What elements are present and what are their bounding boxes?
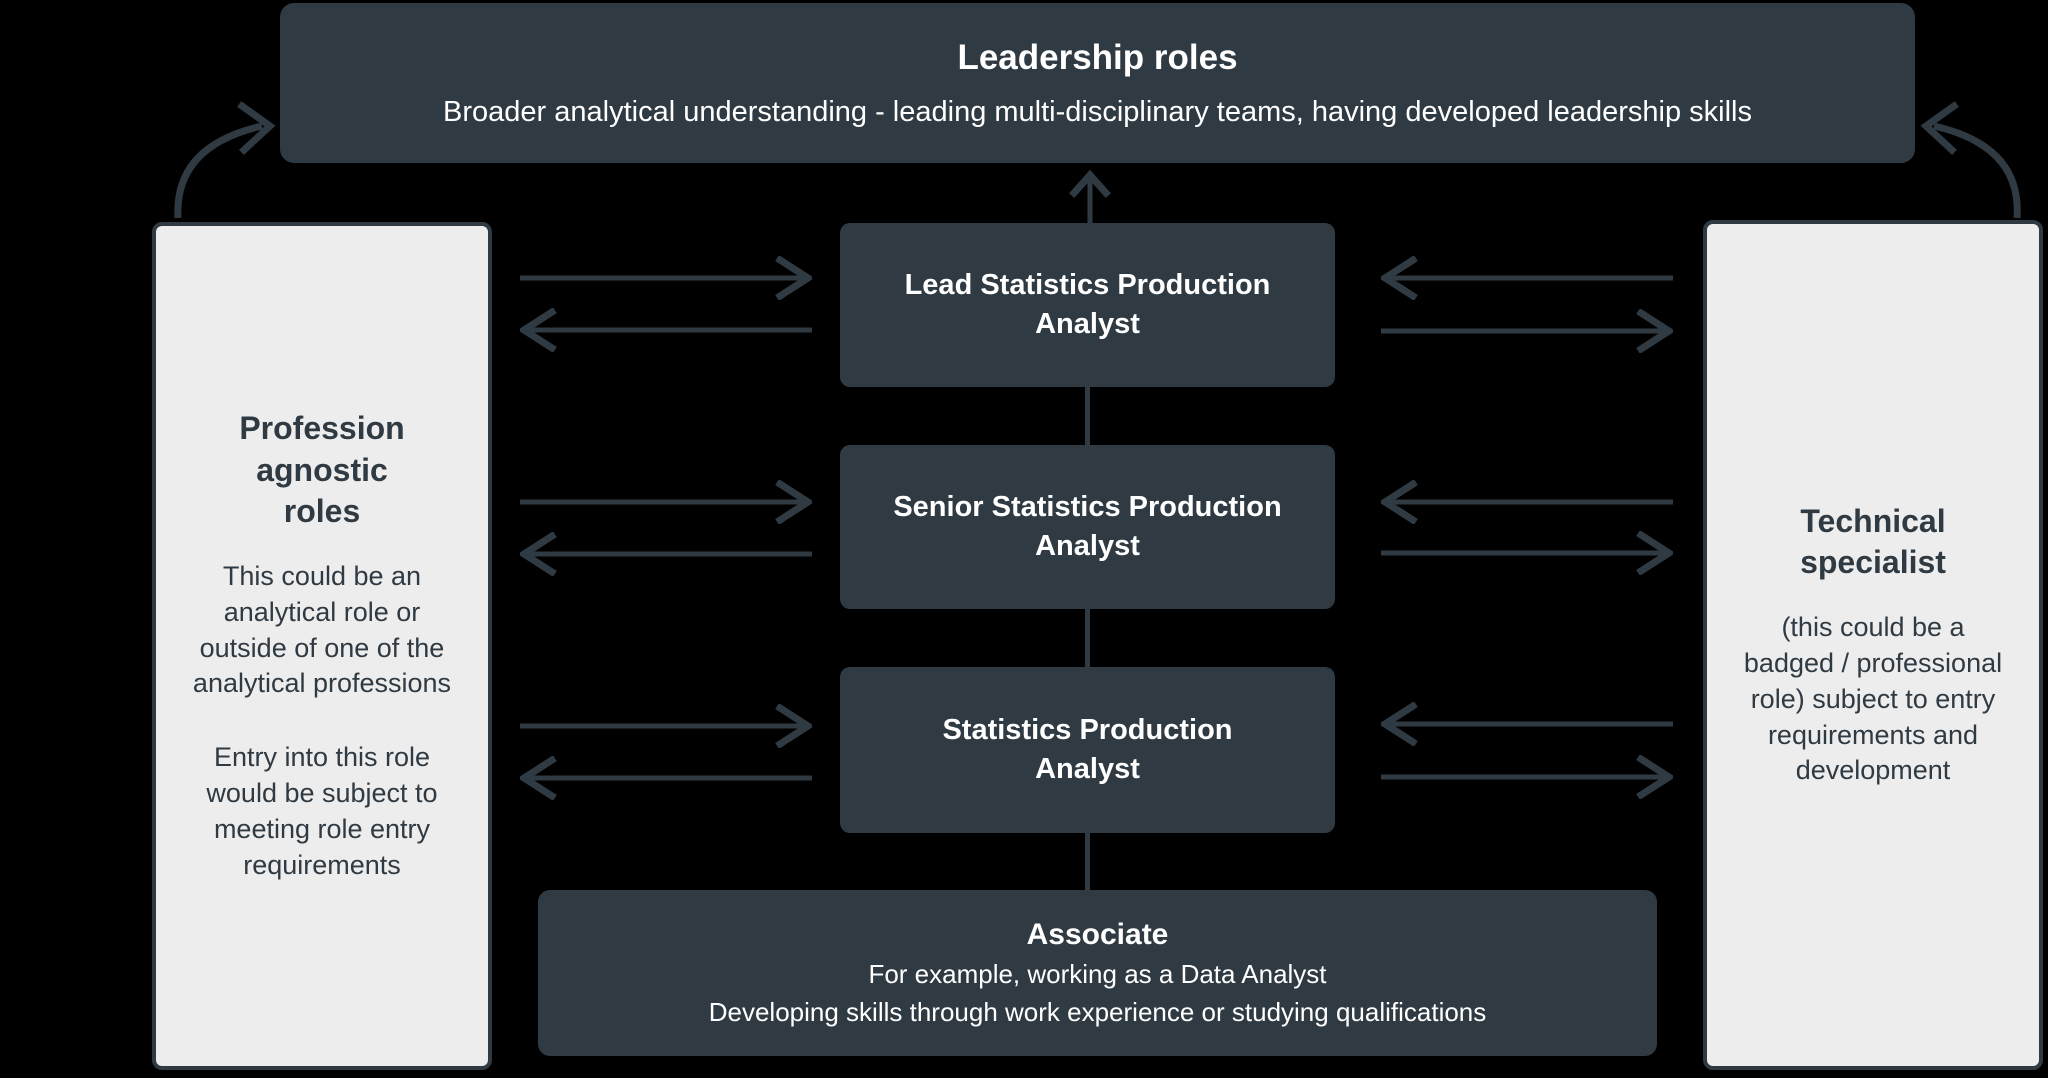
arrow-right-icon <box>520 704 812 748</box>
arrow-left-icon <box>520 532 812 576</box>
arrow-right-icon <box>520 480 812 524</box>
associate-line-1: For example, working as a Data Analyst <box>868 959 1327 989</box>
technical-specialist-panel: Technical specialist (this could be a ba… <box>1703 220 2043 1070</box>
associate-line-2: Developing skills through work experienc… <box>708 997 1487 1027</box>
lead-statistics-production-analyst-box: Lead Statistics Production Analyst <box>840 223 1335 387</box>
leadership-subtitle: Broader analytical understanding - leadi… <box>443 95 1752 128</box>
profession-agnostic-roles-panel: Profession agnostic roles This could be … <box>152 222 492 1070</box>
curved-arrow-up-left-icon <box>1920 101 2021 219</box>
associate-box: Associate For example, working as a Data… <box>538 890 1657 1056</box>
arrow-left-icon <box>1381 256 1673 300</box>
statistics-production-analyst-box: Statistics Production Analyst <box>840 667 1335 833</box>
arrow-left-icon <box>520 308 812 352</box>
arrow-right-icon <box>1381 531 1673 575</box>
leadership-title: Leadership roles <box>957 37 1238 77</box>
connector-line <box>1085 833 1090 892</box>
leadership-roles-box: Leadership roles Broader analytical unde… <box>280 3 1915 163</box>
arrow-left-icon <box>1381 702 1673 746</box>
right-panel-title: Technical specialist <box>1800 502 1946 581</box>
associate-title: Associate <box>1026 918 1169 951</box>
arrow-up-icon <box>1069 169 1111 225</box>
connector-line <box>1085 387 1090 448</box>
left-panel-title: Profession agnostic roles <box>239 409 405 530</box>
arrow-right-icon <box>1381 309 1673 353</box>
arrow-left-icon <box>520 756 812 800</box>
curved-arrow-up-right-icon <box>174 101 276 219</box>
left-panel-paragraph-1: This could be an analytical role or outs… <box>192 560 452 699</box>
arrow-left-icon <box>1381 480 1673 524</box>
arrow-right-icon <box>520 256 812 300</box>
connector-line <box>1085 609 1090 670</box>
left-panel-paragraph-2: Entry into this role would be subject to… <box>206 742 438 881</box>
right-panel-body: (this could be a badged / professional r… <box>1743 611 2003 786</box>
senior-statistics-production-analyst-box: Senior Statistics Production Analyst <box>840 445 1335 609</box>
arrow-right-icon <box>1381 755 1673 799</box>
